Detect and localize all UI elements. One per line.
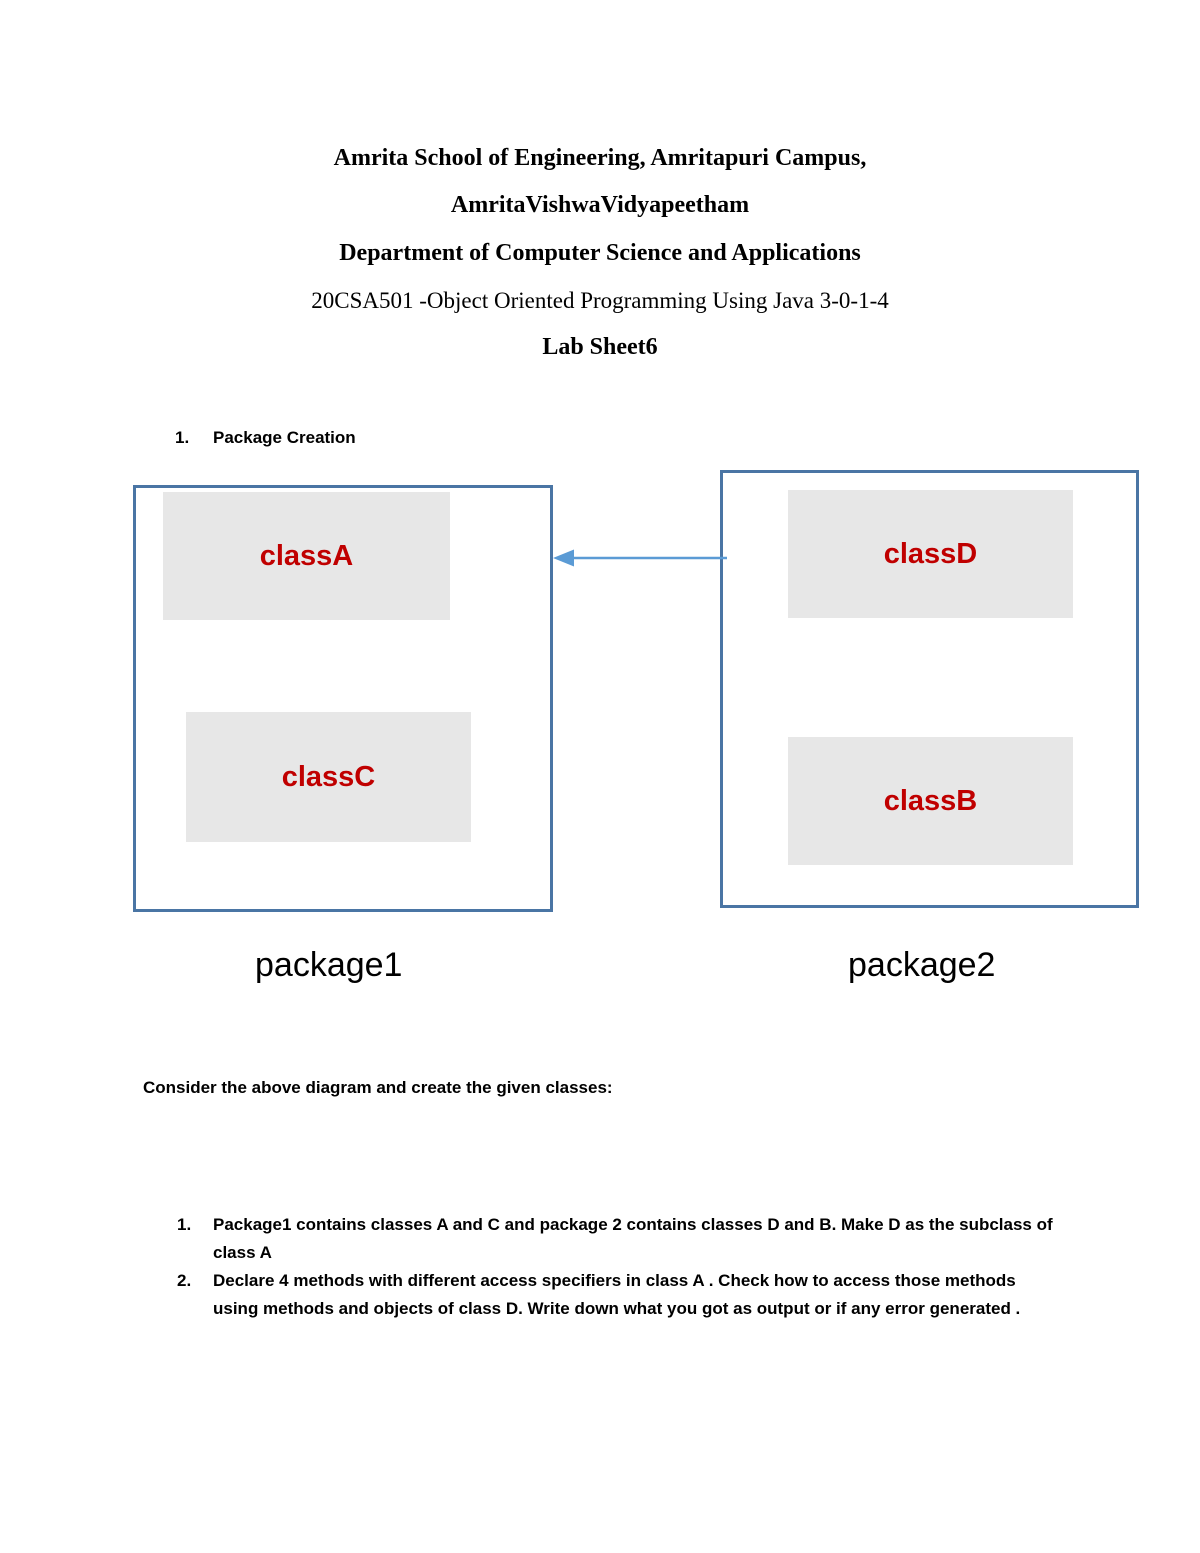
package2-label: package2 xyxy=(848,946,996,984)
header-labsheet-title: Lab Sheet6 xyxy=(542,334,658,360)
task-number: 1. xyxy=(177,1215,192,1234)
task-text: Package1 contains classes A and C and pa… xyxy=(213,1215,1053,1262)
class-label-classC: classC xyxy=(281,760,376,793)
class-box-classC: classC xyxy=(186,712,471,842)
class-label-classD: classD xyxy=(883,537,978,570)
task-list: 1. Package1 contains classes A and C and… xyxy=(177,1211,1057,1323)
class-box-classB: classB xyxy=(788,737,1073,865)
header-course-line: 20CSA501 -Object Oriented Programming Us… xyxy=(311,288,889,313)
section-title: Package Creation xyxy=(213,428,356,447)
class-box-classD: classD xyxy=(788,490,1073,618)
left-arrow-icon xyxy=(553,549,727,567)
package1-box: classA classC xyxy=(133,485,553,912)
header-institution-line: Amrita School of Engineering, Amritapuri… xyxy=(333,145,867,171)
class-label-classB: classB xyxy=(883,784,978,817)
package2-box: classD classB xyxy=(720,470,1139,908)
task-number: 2. xyxy=(177,1271,192,1290)
task-item-2: 2. Declare 4 methods with different acce… xyxy=(177,1267,1057,1323)
task-item-1: 1. Package1 contains classes A and C and… xyxy=(177,1211,1057,1267)
task-text: Declare 4 methods with different access … xyxy=(213,1271,1021,1318)
section-number: 1. xyxy=(175,428,190,447)
header-department-line: Department of Computer Science and Appli… xyxy=(339,240,861,266)
class-box-classA: classA xyxy=(163,492,450,620)
consider-instruction: Consider the above diagram and create th… xyxy=(143,1078,613,1097)
section-heading: 1. Package Creation xyxy=(175,428,356,448)
header-university-line: AmritaVishwaVidyapeetham xyxy=(450,192,750,218)
package1-label: package1 xyxy=(255,946,403,984)
class-label-classA: classA xyxy=(259,539,354,572)
